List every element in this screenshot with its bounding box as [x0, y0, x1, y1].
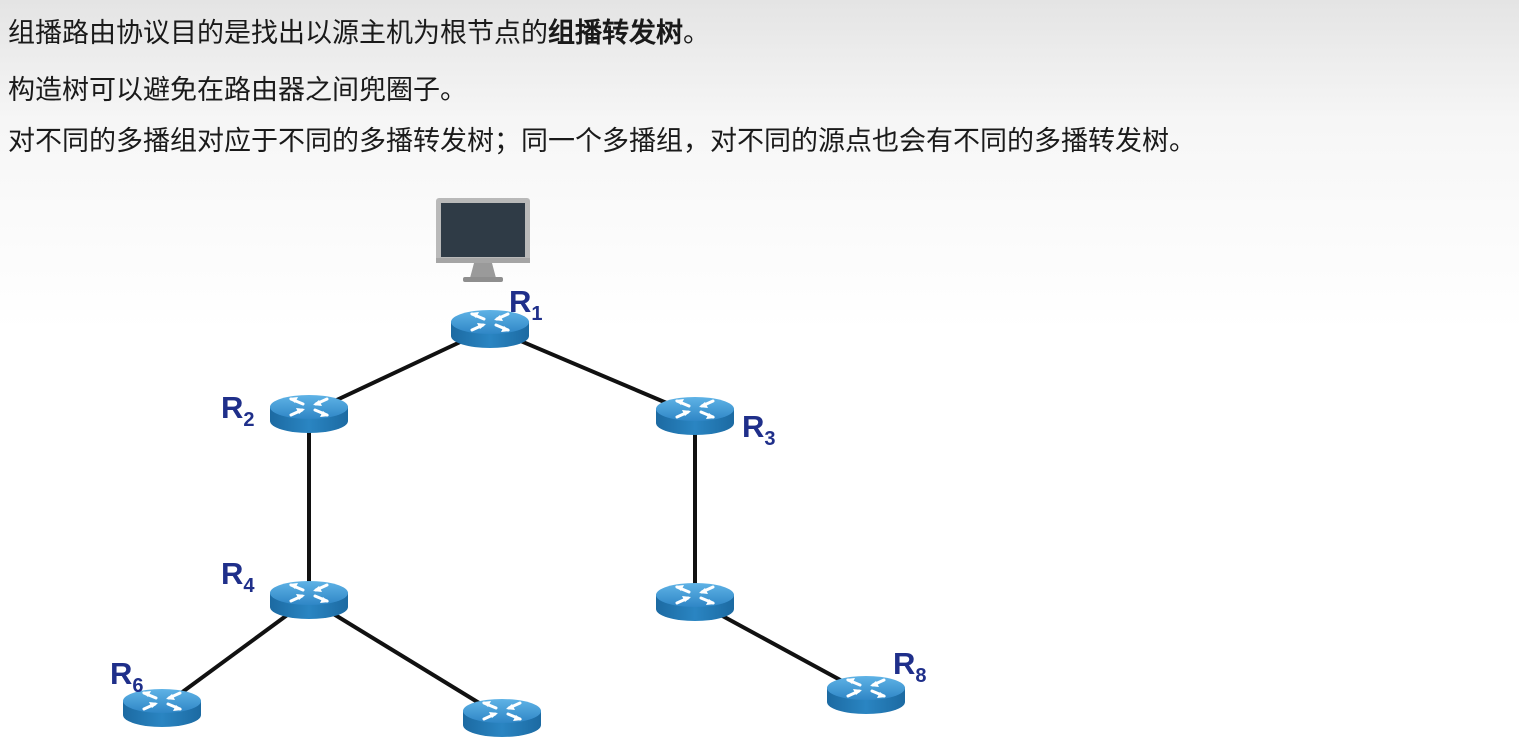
router-label-R6: R6 — [110, 656, 144, 697]
router-label-R4: R4 — [221, 556, 255, 597]
router-label-R1: R1 — [509, 284, 543, 325]
router-icon-R3 — [654, 395, 736, 437]
line1-bold-term: 组播转发树 — [548, 18, 683, 49]
description-line-2: 构造树可以避免在路由器之间兜圈子。 — [8, 75, 467, 106]
router-icon-R2 — [268, 393, 350, 435]
description-line-1: 组播路由协议目的是找出以源主机为根节点的组播转发树。 — [8, 16, 710, 52]
router-icon-R4 — [268, 579, 350, 621]
links-layer — [160, 326, 867, 719]
router-label-R2: R2 — [221, 390, 255, 431]
nodes-layer — [121, 198, 907, 739]
line1-period: 。 — [683, 18, 710, 49]
monitor-icon — [436, 198, 530, 282]
link-R4-R6 — [160, 597, 311, 709]
link-R1-R3 — [489, 326, 696, 417]
router-label-R8: R8 — [893, 646, 927, 687]
link-R4-R7 — [307, 597, 504, 719]
router-icon-R8 — [825, 674, 907, 716]
router-label-R3: R3 — [742, 409, 776, 450]
router-icon-R7 — [461, 697, 543, 739]
description-line-3: 对不同的多播组对应于不同的多播转发树；同一个多播组，对不同的源点也会有不同的多播… — [8, 126, 1196, 157]
router-icon-R5 — [654, 581, 736, 623]
line1-text: 组播路由协议目的是找出以源主机为根节点的 — [8, 18, 548, 49]
